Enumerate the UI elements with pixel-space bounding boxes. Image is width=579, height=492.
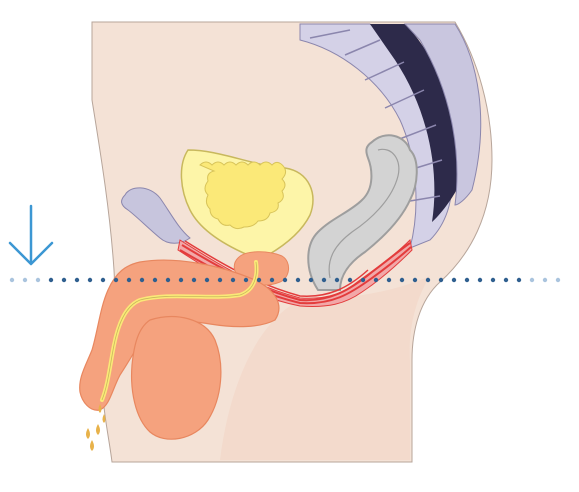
- line-dot: [347, 277, 353, 283]
- line-dot: [464, 277, 470, 283]
- line-dot: [529, 277, 535, 283]
- line-dot: [9, 277, 15, 283]
- line-dot: [204, 277, 210, 283]
- line-dot: [48, 277, 54, 283]
- line-dot: [113, 277, 119, 283]
- line-dot: [74, 277, 80, 283]
- down-arrow-icon: [8, 204, 54, 266]
- line-dot: [438, 277, 444, 283]
- line-dot: [126, 277, 132, 283]
- line-dot: [555, 277, 561, 283]
- line-dot: [35, 277, 41, 283]
- line-dot: [386, 277, 392, 283]
- buttock-shadow: [220, 276, 430, 460]
- bladder-wall-inner: [199, 161, 287, 230]
- urethra-outline: [101, 261, 257, 401]
- urine-drops: [86, 404, 106, 451]
- line-dot: [295, 277, 301, 283]
- line-dot: [256, 277, 262, 283]
- scrotum: [130, 316, 222, 440]
- line-dot: [334, 277, 340, 283]
- line-dot: [87, 277, 93, 283]
- line-dot: [451, 277, 457, 283]
- line-dot: [282, 277, 288, 283]
- line-dot: [308, 277, 314, 283]
- line-dot: [490, 277, 496, 283]
- line-dot: [230, 277, 236, 283]
- line-dot: [243, 277, 249, 283]
- rectum-lumen: [328, 148, 400, 279]
- line-dot: [178, 277, 184, 283]
- line-dot: [516, 277, 522, 283]
- line-dot: [542, 277, 548, 283]
- line-dot: [321, 277, 327, 283]
- line-dot: [269, 277, 275, 283]
- line-dot: [139, 277, 145, 283]
- line-dot: [412, 277, 418, 283]
- line-dot: [100, 277, 106, 283]
- line-dot: [399, 277, 405, 283]
- line-dot: [425, 277, 431, 283]
- line-dot: [477, 277, 483, 283]
- line-dot: [165, 277, 171, 283]
- pelvic-floor-level-line: [9, 277, 561, 283]
- line-dot: [217, 277, 223, 283]
- line-dot: [191, 277, 197, 283]
- line-dot: [61, 277, 67, 283]
- line-dot: [360, 277, 366, 283]
- line-dot: [503, 277, 509, 283]
- rectum: [307, 134, 418, 291]
- line-dot: [22, 277, 28, 283]
- pubic-bone: [121, 187, 191, 244]
- line-dot: [152, 277, 158, 283]
- line-dot: [373, 277, 379, 283]
